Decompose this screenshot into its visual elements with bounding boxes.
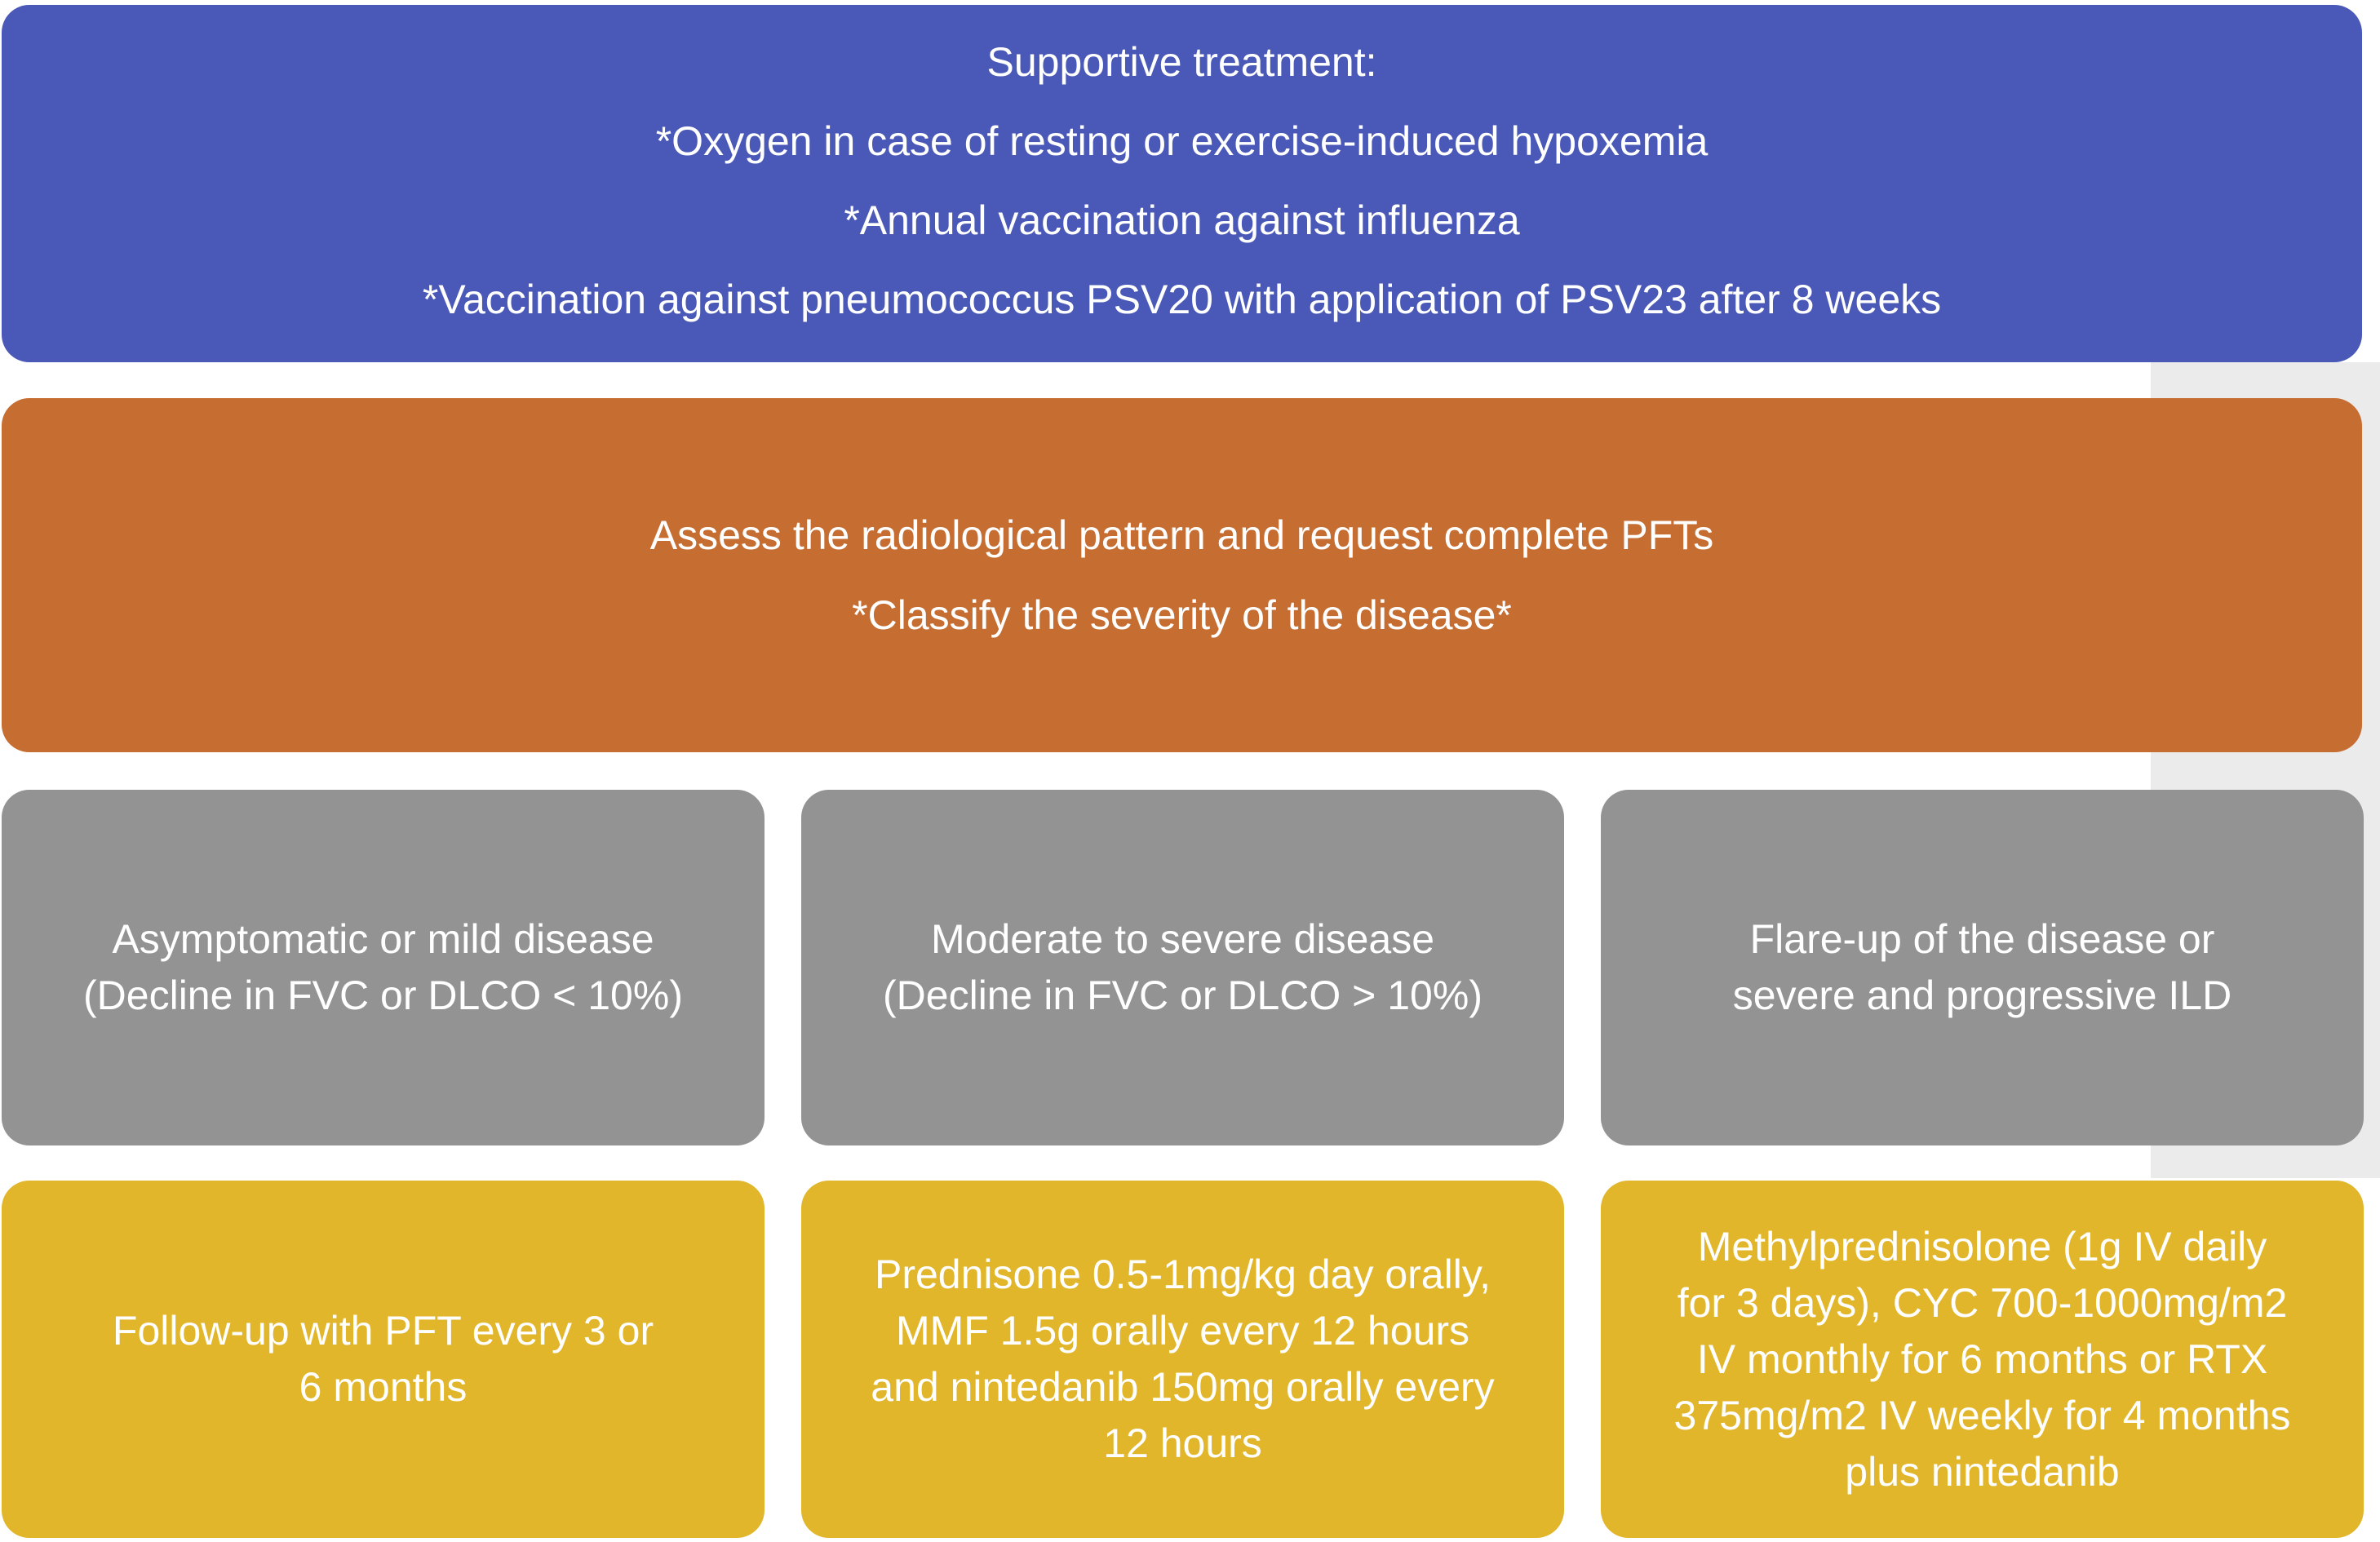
treatment-line: IV monthly for 6 months or RTX bbox=[1696, 1336, 2268, 1382]
severity-line: (Decline in FVC or DLCO < 10%) bbox=[83, 973, 683, 1018]
supportive-item-influenza: *Annual vaccination against influenza bbox=[844, 197, 1520, 243]
severity-line: (Decline in FVC or DLCO > 10%) bbox=[883, 973, 1483, 1018]
treatment-line: 6 months bbox=[299, 1364, 468, 1410]
treatment-box-flare-up: Methylprednisolone (1g IV daily for 3 da… bbox=[1601, 1181, 2364, 1538]
treatment-line: Follow-up with PFT every 3 or bbox=[112, 1308, 654, 1354]
supportive-title: Supportive treatment: bbox=[986, 39, 1377, 85]
treatment-line: 12 hours bbox=[1103, 1420, 1262, 1466]
severity-line: Moderate to severe disease bbox=[930, 916, 1435, 962]
treatment-line: Methylprednisolone (1g IV daily bbox=[1697, 1223, 2267, 1269]
treatment-box-moderate-severe: Prednisone 0.5-1mg/kg day orally, MMF 1.… bbox=[801, 1181, 1564, 1538]
treatment-line: plus nintedanib bbox=[1845, 1448, 2120, 1495]
severity-line: Asymptomatic or mild disease bbox=[112, 916, 654, 962]
supportive-treatment-box: Supportive treatment: *Oxygen in case of… bbox=[2, 5, 2362, 362]
treatment-line: and nintedanib 150mg orally every bbox=[871, 1364, 1495, 1410]
treatment-box-mild: Follow-up with PFT every 3 or 6 months bbox=[2, 1181, 765, 1538]
treatment-line: MMF 1.5g orally every 12 hours bbox=[895, 1308, 1470, 1354]
severity-line: Flare-up of the disease or bbox=[1749, 916, 2215, 962]
assessment-box: Assess the radiological pattern and requ… bbox=[2, 398, 2362, 752]
severity-line: severe and progressive ILD bbox=[1732, 973, 2232, 1018]
assessment-line: *Classify the severity of the disease* bbox=[852, 592, 1512, 638]
supportive-item-oxygen: *Oxygen in case of resting or exercise-i… bbox=[655, 118, 1709, 164]
severity-box-flare-up: Flare-up of the disease or severe and pr… bbox=[1601, 790, 2364, 1145]
treatment-line: Prednisone 0.5-1mg/kg day orally, bbox=[874, 1252, 1491, 1297]
severity-box-mild: Asymptomatic or mild disease (Decline in… bbox=[2, 790, 765, 1145]
severity-box-moderate-severe: Moderate to severe disease (Decline in F… bbox=[801, 790, 1564, 1145]
treatment-line: for 3 days), CYC 700-1000mg/m2 bbox=[1677, 1279, 2288, 1326]
treatment-line: 375mg/m2 IV weekly for 4 months bbox=[1673, 1392, 2291, 1438]
supportive-item-pneumococcus: *Vaccination against pneumococcus PSV20 … bbox=[422, 277, 1942, 322]
assessment-line: Assess the radiological pattern and requ… bbox=[649, 512, 1714, 558]
